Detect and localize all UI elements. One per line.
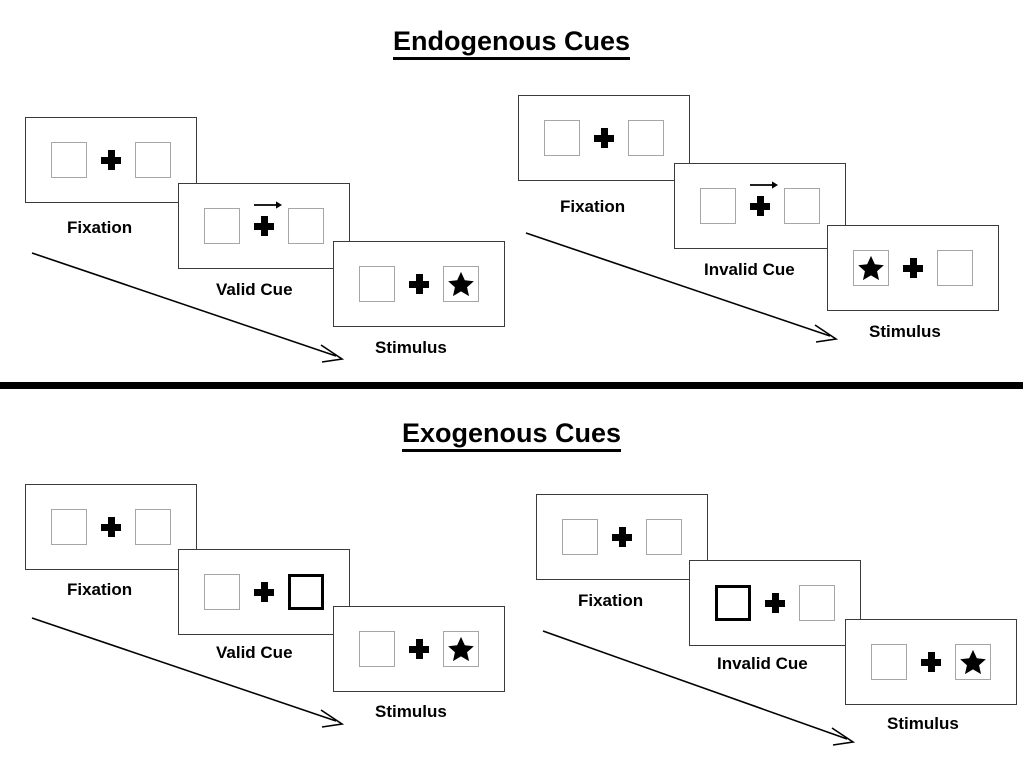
frame-endogenous-invalid-fixation[interactable] <box>518 95 690 181</box>
placeholder-box-right <box>443 631 479 667</box>
fixation-cross-icon <box>254 216 274 236</box>
frame-content <box>519 96 689 180</box>
frame-content <box>846 620 1016 704</box>
fixation-cross-icon <box>254 582 274 602</box>
arrow-cue-right-icon <box>750 181 778 189</box>
frame-content <box>675 164 845 248</box>
fixation-cross-icon <box>903 258 923 278</box>
caption-exogenous-valid-cue: Valid Cue <box>216 643 293 662</box>
cued-box-left <box>715 585 751 621</box>
fixation-cross-icon <box>612 527 632 547</box>
placeholder-box-left <box>359 266 395 302</box>
caption-exogenous-invalid-stimulus: Stimulus <box>887 714 959 733</box>
fixation-cross-icon <box>409 274 429 294</box>
placeholder-box-right <box>646 519 682 555</box>
caption-endogenous-valid-fixation: Fixation <box>67 218 133 237</box>
placeholder-box-right <box>288 208 324 244</box>
frame-endogenous-invalid-cue[interactable] <box>674 163 846 249</box>
frame-endogenous-valid-cue[interactable] <box>178 183 350 269</box>
frame-endogenous-invalid-stimulus[interactable] <box>827 225 999 311</box>
caption-exogenous-invalid-fixation: Fixation <box>578 591 644 610</box>
fixation-cross-icon <box>921 652 941 672</box>
placeholder-box-right <box>784 188 820 224</box>
frame-content <box>690 561 860 645</box>
fixation-cross-wrap <box>921 652 941 672</box>
frame-exogenous-valid-stimulus[interactable] <box>333 606 505 692</box>
frame-endogenous-valid-fixation[interactable] <box>25 117 197 203</box>
frame-content <box>537 495 707 579</box>
fixation-cross-icon <box>765 593 785 613</box>
placeholder-box-right <box>799 585 835 621</box>
time-progression-arrow-exogenous-valid <box>31 617 345 728</box>
frame-content <box>26 485 196 569</box>
frame-content <box>828 226 998 310</box>
target-star-icon <box>448 271 474 297</box>
fixation-cross-icon <box>750 196 770 216</box>
cued-box-right <box>288 574 324 610</box>
fixation-cross-wrap <box>594 128 614 148</box>
caption-endogenous-invalid-fixation: Fixation <box>560 197 626 216</box>
section-title-endogenous-text: Endogenous Cues <box>392 26 630 60</box>
caption-endogenous-valid-cue: Valid Cue <box>216 280 293 299</box>
placeholder-box-left <box>204 574 240 610</box>
frame-endogenous-valid-stimulus[interactable] <box>333 241 505 327</box>
section-title-exogenous-text: Exogenous Cues <box>401 418 622 452</box>
placeholder-box-left <box>544 120 580 156</box>
frame-exogenous-invalid-cue[interactable] <box>689 560 861 646</box>
placeholder-box-left <box>51 142 87 178</box>
fixation-cross-wrap <box>750 181 778 216</box>
section-title-exogenous: Exogenous Cues <box>0 418 1023 452</box>
fixation-cross-wrap <box>101 517 121 537</box>
section-divider <box>0 382 1023 389</box>
caption-exogenous-valid-fixation: Fixation <box>67 580 133 599</box>
placeholder-box-right <box>937 250 973 286</box>
caption-endogenous-invalid-stimulus: Stimulus <box>869 322 941 341</box>
frame-exogenous-valid-fixation[interactable] <box>25 484 197 570</box>
target-star-icon <box>960 649 986 675</box>
placeholder-box-right <box>955 644 991 680</box>
placeholder-box-left <box>204 208 240 244</box>
placeholder-box-left <box>562 519 598 555</box>
placeholder-box-left <box>700 188 736 224</box>
fixation-cross-wrap <box>101 150 121 170</box>
placeholder-box-right <box>135 142 171 178</box>
placeholder-box-right <box>628 120 664 156</box>
placeholder-box-left <box>51 509 87 545</box>
fixation-cross-icon <box>101 517 121 537</box>
caption-exogenous-invalid-cue: Invalid Cue <box>717 654 808 673</box>
frame-content <box>179 550 349 634</box>
placeholder-box-right <box>443 266 479 302</box>
fixation-cross-wrap <box>612 527 632 547</box>
fixation-cross-wrap <box>254 201 282 236</box>
fixation-cross-wrap <box>254 582 274 602</box>
frame-content <box>334 242 504 326</box>
time-progression-arrow-exogenous-invalid <box>542 630 856 746</box>
placeholder-box-left <box>359 631 395 667</box>
fixation-cross-wrap <box>765 593 785 613</box>
caption-exogenous-valid-stimulus: Stimulus <box>375 702 447 721</box>
frame-exogenous-valid-cue[interactable] <box>178 549 350 635</box>
frame-exogenous-invalid-fixation[interactable] <box>536 494 708 580</box>
frame-exogenous-invalid-stimulus[interactable] <box>845 619 1017 705</box>
frame-content <box>179 184 349 268</box>
placeholder-box-right <box>135 509 171 545</box>
target-star-icon <box>448 636 474 662</box>
caption-endogenous-valid-stimulus: Stimulus <box>375 338 447 357</box>
fixation-cross-icon <box>101 150 121 170</box>
time-progression-arrow-endogenous-invalid <box>525 232 839 343</box>
fixation-cross-icon <box>409 639 429 659</box>
fixation-cross-wrap <box>903 258 923 278</box>
frame-content <box>26 118 196 202</box>
placeholder-box-left <box>853 250 889 286</box>
fixation-cross-wrap <box>409 274 429 294</box>
frame-content <box>334 607 504 691</box>
target-star-icon <box>858 255 884 281</box>
arrow-cue-right-icon <box>254 201 282 209</box>
time-progression-arrow-endogenous-valid <box>31 252 345 363</box>
fixation-cross-icon <box>594 128 614 148</box>
section-title-endogenous: Endogenous Cues <box>0 26 1023 60</box>
placeholder-box-left <box>871 644 907 680</box>
caption-endogenous-invalid-cue: Invalid Cue <box>704 260 795 279</box>
fixation-cross-wrap <box>409 639 429 659</box>
